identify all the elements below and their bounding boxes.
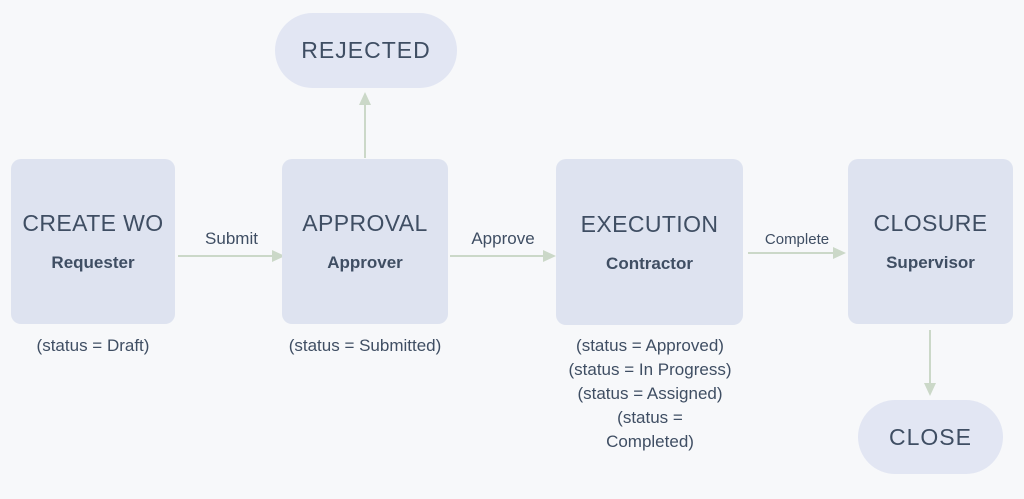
arrow-line <box>364 105 366 158</box>
stage-approval: APPROVAL Approver <box>282 159 448 324</box>
terminal-close: CLOSE <box>858 400 1003 474</box>
terminal-rejected: REJECTED <box>275 13 457 88</box>
stage-execution-statuses: (status = Approved) (status = In Progres… <box>540 334 760 454</box>
arrow-complete <box>748 247 846 259</box>
arrow-right-head-icon <box>543 250 556 262</box>
stage-approval-statuses: (status = Submitted) <box>252 334 478 358</box>
arrow-submit <box>178 250 285 262</box>
arrow-down-head-icon <box>924 383 936 396</box>
status-line: (status = Assigned) <box>577 384 723 403</box>
stage-closure: CLOSURE Supervisor <box>848 159 1013 324</box>
status-line: (status = Approved) <box>576 336 724 355</box>
arrow-line <box>450 255 543 257</box>
stage-create-wo-statuses: (status = Draft) <box>1 334 185 358</box>
stage-create-wo: CREATE WO Requester <box>11 159 175 324</box>
arrow-up-head-icon <box>359 92 371 105</box>
stage-approval-role: Approver <box>327 253 403 272</box>
arrow-approve <box>450 250 556 262</box>
arrow-line <box>929 330 931 383</box>
status-line: (status = Draft) <box>36 336 150 355</box>
arrow-complete-label: Complete <box>764 231 830 248</box>
status-line: (status = In Progress) <box>568 360 732 379</box>
status-line: (status = Completed) <box>606 408 694 451</box>
stage-execution-title: EXECUTION <box>580 210 719 237</box>
arrow-submit-label: Submit <box>205 229 258 248</box>
stage-create-wo-role: Requester <box>51 253 135 272</box>
arrow-right-head-icon <box>272 250 285 262</box>
stage-closure-title: CLOSURE <box>873 210 988 236</box>
stage-closure-role: Supervisor <box>886 253 975 272</box>
arrow-line <box>748 252 833 254</box>
terminal-close-label: CLOSE <box>889 423 972 450</box>
arrow-reject <box>359 92 371 158</box>
terminal-rejected-label: REJECTED <box>301 37 431 63</box>
arrow-close <box>924 330 936 396</box>
arrow-line <box>178 255 272 257</box>
arrow-approve-label: Approve <box>471 229 535 248</box>
arrow-right-head-icon <box>833 247 846 259</box>
stage-execution: EXECUTION Contractor <box>556 159 743 325</box>
stage-execution-role: Contractor <box>606 253 693 273</box>
status-line: (status = Submitted) <box>288 336 442 355</box>
stage-approval-title: APPROVAL <box>302 210 428 236</box>
stage-create-wo-title: CREATE WO <box>22 210 164 236</box>
